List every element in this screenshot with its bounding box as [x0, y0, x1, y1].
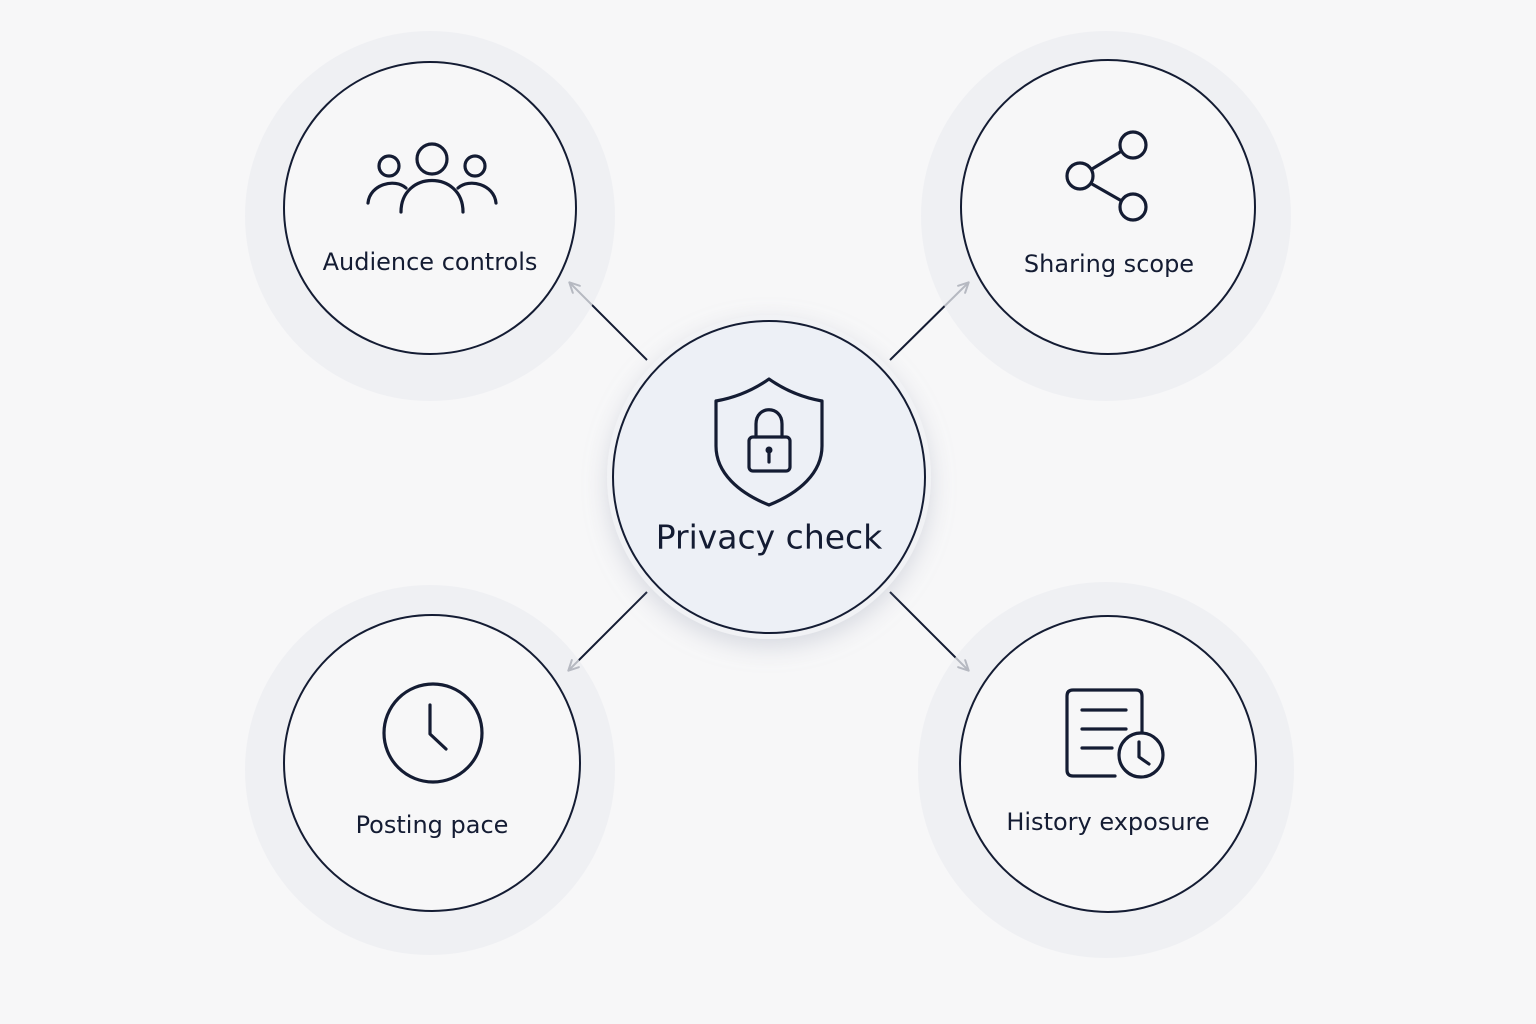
document-clock-icon	[1065, 688, 1165, 779]
node-history-exposure[interactable]: History exposure	[918, 582, 1294, 958]
node-label: History exposure	[1006, 808, 1209, 836]
node-circle	[283, 61, 577, 355]
connector-posting-pace	[567, 591, 648, 672]
node-label: Posting pace	[356, 811, 509, 839]
clock-icon	[382, 682, 484, 784]
node-posting-pace[interactable]: Posting pace	[245, 585, 615, 955]
node-label: Audience controls	[323, 248, 538, 276]
node-circle	[959, 615, 1257, 913]
node-circle	[283, 614, 581, 912]
hub-privacy-check[interactable]: Privacy check	[607, 315, 931, 639]
connector-history-exposure	[889, 591, 970, 672]
node-sharing-scope[interactable]: Sharing scope	[921, 31, 1291, 401]
hub-label: Privacy check	[656, 518, 883, 557]
people-group-icon	[366, 142, 498, 214]
node-audience-controls[interactable]: Audience controls	[245, 31, 615, 401]
shield-lock-icon	[714, 377, 824, 507]
share-icon	[1065, 130, 1148, 222]
node-label: Sharing scope	[1024, 250, 1194, 278]
hub-circle	[612, 320, 926, 634]
node-circle	[960, 59, 1256, 355]
